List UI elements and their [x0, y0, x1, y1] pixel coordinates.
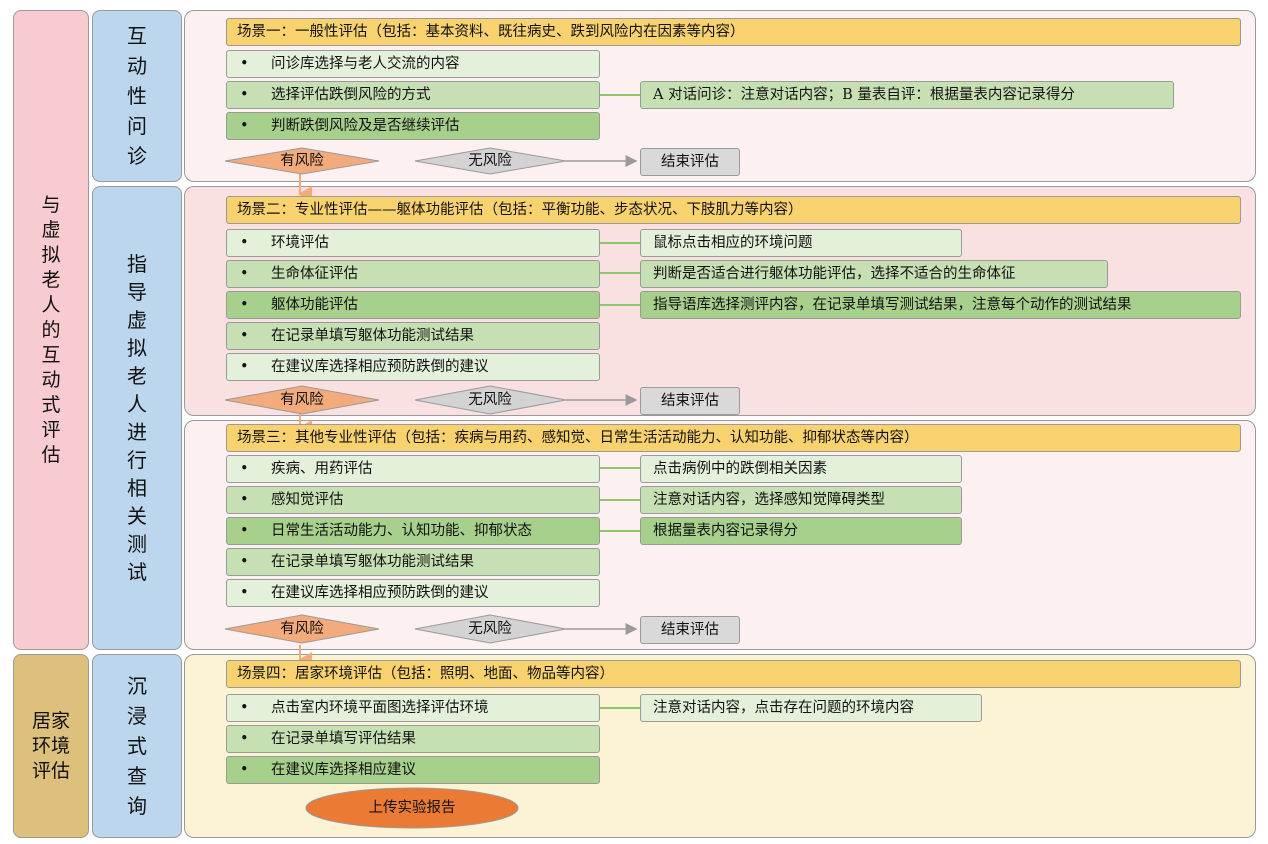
scene4-title: 场景四：居家环境评估（包括：照明、地面、物品等内容）: [226, 660, 1241, 688]
scene1-item-2: •选择评估跌倒风险的方式: [226, 81, 600, 109]
scene3-note-2: 注意对话内容，选择感知觉障碍类型: [640, 486, 962, 514]
scene2-item-5: •在建议库选择相应预防跌倒的建议: [226, 353, 600, 381]
no-risk-diamond-3: [414, 614, 567, 644]
scene3-item-5: •在建议库选择相应预防跌倒的建议: [226, 579, 600, 607]
scene4-item-1: •点击室内环境平面图选择评估环境: [226, 694, 600, 722]
risk-diamond-3: [224, 614, 380, 644]
risk-label-3: 有风险: [280, 621, 324, 637]
scene1-item-1: •问诊库选择与老人交流的内容: [226, 50, 600, 78]
scene2-title: 场景二：专业性评估——躯体功能评估（包括：平衡功能、步态状况、下肢肌力等内容）: [226, 196, 1241, 224]
no-risk-label-2: 无风险: [468, 392, 512, 408]
scene3-note-3: 根据量表内容记录得分: [640, 517, 962, 545]
scene2-note-3: 指导语库选择测评内容，在记录单填写测试结果，注意每个动作的测试结果: [640, 291, 1241, 319]
scene2-item-3: •躯体功能评估: [226, 291, 600, 319]
scene1-item-3: •判断跌倒风险及是否继续评估: [226, 112, 600, 140]
risk-label-1: 有风险: [280, 153, 324, 169]
scene1-note: A 对话问诊：注意对话内容；B 量表自评：根据量表内容记录得分: [640, 81, 1174, 109]
scene2-note-2: 判断是否适合进行躯体功能评估，选择不适合的生命体征: [640, 260, 1108, 288]
risk-label-2: 有风险: [280, 392, 324, 408]
scene4-note: 注意对话内容，点击存在问题的环境内容: [640, 694, 982, 722]
guided-testing-label: 指导虚拟老人进行相关测试: [92, 186, 182, 650]
scene4-item-3: •在建议库选择相应建议: [226, 756, 600, 784]
scene3-item-2: •感知觉评估: [226, 486, 600, 514]
immersive-query-label: 沉浸式查询: [92, 654, 182, 838]
scene2-item-4: •在记录单填写躯体功能测试结果: [226, 322, 600, 350]
scene4-item-2: •在记录单填写评估结果: [226, 725, 600, 753]
scene3-item-1: •疾病、用药评估: [226, 455, 600, 483]
scene3-note-1: 点击病例中的跌倒相关因素: [640, 455, 962, 483]
home-environment-label: 居家环境评估: [13, 654, 89, 838]
scene2-item-2: •生命体征评估: [226, 260, 600, 288]
risk-diamond-1: [224, 147, 380, 175]
interactive-assessment-label: 与虚拟老人的互动式评估: [13, 10, 89, 650]
end-assessment-1: 结束评估: [640, 148, 740, 176]
scene2-item-1: •环境评估: [226, 229, 600, 257]
scene3-title: 场景三：其他专业性评估（包括：疾病与用药、感知觉、日常生活活动能力、认知功能、抑…: [226, 424, 1241, 452]
interactive-inquiry-label: 互动性问诊: [92, 10, 182, 182]
end-assessment-3: 结束评估: [640, 616, 740, 644]
scene3-item-3: •日常生活活动能力、认知功能、抑郁状态: [226, 517, 600, 545]
scene2-note-1: 鼠标点击相应的环境问题: [640, 229, 962, 257]
upload-ellipse: [305, 787, 519, 829]
no-risk-diamond-2: [414, 385, 567, 415]
end-assessment-2: 结束评估: [640, 387, 740, 415]
no-risk-label-1: 无风险: [468, 153, 512, 169]
risk-diamond-2: [224, 385, 380, 415]
scene1-title: 场景一：一般性评估（包括：基本资料、既往病史、跌到风险内在因素等内容）: [226, 18, 1241, 46]
no-risk-diamond-1: [414, 147, 567, 175]
scene3-item-4: •在记录单填写躯体功能测试结果: [226, 548, 600, 576]
no-risk-label-3: 无风险: [468, 621, 512, 637]
upload-report: 上传实验报告: [368, 800, 456, 816]
